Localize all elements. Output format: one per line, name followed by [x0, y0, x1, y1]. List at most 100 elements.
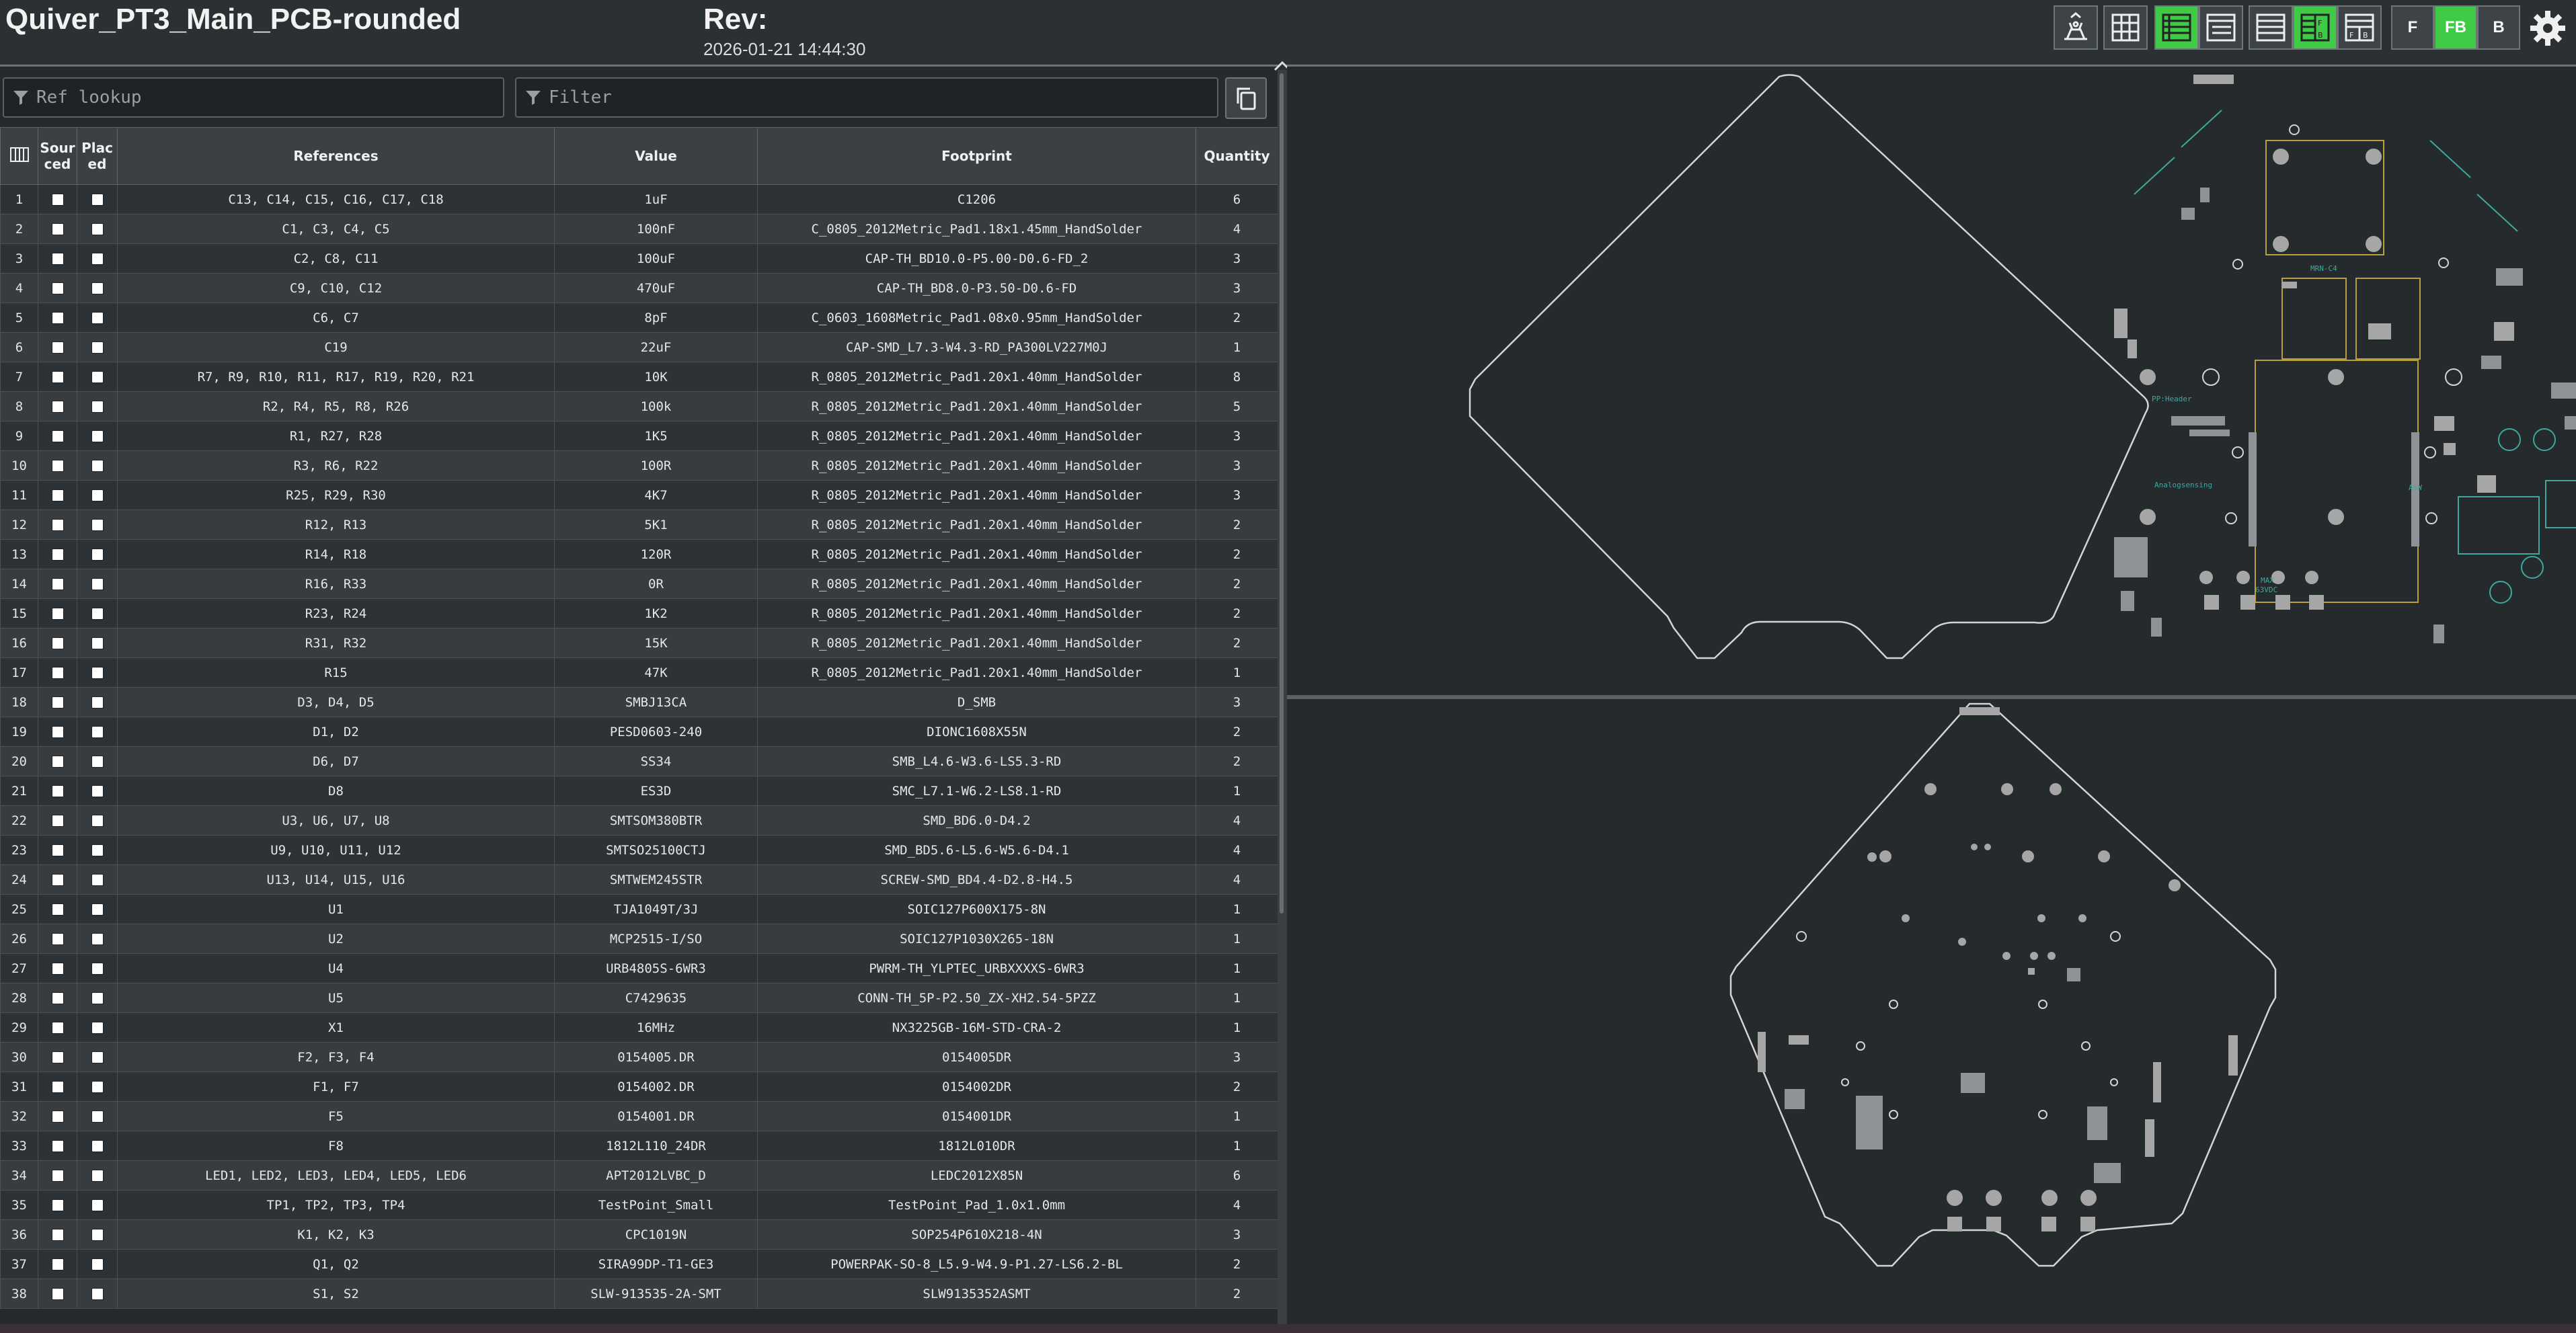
- column-selector[interactable]: [0, 127, 38, 185]
- placed-checkbox-input[interactable]: [91, 1140, 104, 1152]
- dark-mode-button[interactable]: [2054, 5, 2098, 50]
- header-placed[interactable]: Plac ed: [77, 127, 118, 185]
- sourced-checkbox-input[interactable]: [51, 1110, 64, 1123]
- placed-checkbox-input[interactable]: [91, 282, 104, 294]
- placed-checkbox-input[interactable]: [91, 696, 104, 709]
- sourced-checkbox-input[interactable]: [51, 903, 64, 916]
- placed-checkbox-input[interactable]: [91, 519, 104, 531]
- sourced-checkbox-input[interactable]: [51, 696, 64, 709]
- sourced-checkbox-input[interactable]: [51, 519, 64, 531]
- copy-bom-button[interactable]: [1225, 77, 1267, 119]
- placed-checkbox-input[interactable]: [91, 1229, 104, 1241]
- placed-checkbox-input[interactable]: [91, 312, 104, 324]
- placed-checkbox-input[interactable]: [91, 401, 104, 413]
- placed-checkbox-input[interactable]: [91, 1258, 104, 1270]
- sourced-checkbox-input[interactable]: [51, 756, 64, 768]
- sourced-checkbox-input[interactable]: [51, 578, 64, 590]
- sourced-checkbox-input[interactable]: [51, 1081, 64, 1093]
- sourced-checkbox-input[interactable]: [51, 341, 64, 354]
- back-layer-toggle[interactable]: B: [2477, 5, 2520, 50]
- sourced-checkbox-input[interactable]: [51, 1258, 64, 1270]
- front-pcb-canvas[interactable]: MRN-C4 PP:Header Analogsensing ASW MAX 6…: [1287, 67, 2576, 695]
- vertical-splitter[interactable]: [1278, 67, 1287, 1333]
- header-references[interactable]: References: [117, 127, 555, 185]
- sourced-checkbox-input[interactable]: [51, 1288, 64, 1300]
- ref-lookup-input[interactable]: Ref lookup: [3, 77, 504, 118]
- header-quantity[interactable]: Quantity: [1196, 127, 1278, 185]
- placed-checkbox-input[interactable]: [91, 1288, 104, 1300]
- sourced-checkbox-input[interactable]: [51, 844, 64, 856]
- sourced-checkbox-input[interactable]: [51, 253, 64, 265]
- sourced-checkbox-input[interactable]: [51, 1051, 64, 1063]
- placed-checkbox-input[interactable]: [91, 371, 104, 383]
- placed-checkbox-input[interactable]: [91, 1051, 104, 1063]
- front-layer-toggle[interactable]: F: [2391, 5, 2434, 50]
- sourced-checkbox-input[interactable]: [51, 549, 64, 561]
- sourced-checkbox-input[interactable]: [51, 637, 64, 649]
- placed-checkbox-input[interactable]: [91, 874, 104, 886]
- placed-checkbox-input[interactable]: [91, 903, 104, 916]
- placed-checkbox-input[interactable]: [91, 578, 104, 590]
- sourced-checkbox-input[interactable]: [51, 785, 64, 797]
- placed-checkbox-input[interactable]: [91, 963, 104, 975]
- sourced-checkbox-input[interactable]: [51, 815, 64, 827]
- placed-checkbox-input[interactable]: [91, 253, 104, 265]
- placed-checkbox-input[interactable]: [91, 1170, 104, 1182]
- sourced-checkbox-input[interactable]: [51, 194, 64, 206]
- sourced-checkbox-input[interactable]: [51, 489, 64, 501]
- bom-ungrouped-button[interactable]: [2199, 5, 2243, 50]
- sourced-checkbox-input[interactable]: [51, 1170, 64, 1182]
- bom-grouped-button[interactable]: [2154, 5, 2199, 50]
- sourced-checkbox-input[interactable]: [51, 933, 64, 945]
- sourced-checkbox-input[interactable]: [51, 1199, 64, 1211]
- horizontal-splitter[interactable]: [1287, 695, 2576, 699]
- filter-input[interactable]: Filter: [515, 77, 1218, 118]
- placed-checkbox-input[interactable]: [91, 815, 104, 827]
- sourced-checkbox-input[interactable]: [51, 401, 64, 413]
- grid-view-button[interactable]: [2103, 5, 2148, 50]
- gear-icon[interactable]: [2528, 8, 2568, 48]
- header-footprint[interactable]: Footprint: [757, 127, 1196, 185]
- placed-checkbox-input[interactable]: [91, 844, 104, 856]
- placed-checkbox-input[interactable]: [91, 608, 104, 620]
- sourced-checkbox-input[interactable]: [51, 1022, 64, 1034]
- placed-checkbox-input[interactable]: [91, 756, 104, 768]
- placed-checkbox-input[interactable]: [91, 549, 104, 561]
- sourced-checkbox-input[interactable]: [51, 312, 64, 324]
- placed-checkbox-input[interactable]: [91, 460, 104, 472]
- placed-checkbox-input[interactable]: [91, 1199, 104, 1211]
- sourced-checkbox-input[interactable]: [51, 1229, 64, 1241]
- header-value[interactable]: Value: [554, 127, 758, 185]
- placed-checkbox-input[interactable]: [91, 1022, 104, 1034]
- placed-checkbox-input[interactable]: [91, 992, 104, 1004]
- placed-checkbox-input[interactable]: [91, 726, 104, 738]
- front-back-layer-toggle[interactable]: FB: [2434, 5, 2477, 50]
- bottom-scrollbar[interactable]: [0, 1324, 2576, 1333]
